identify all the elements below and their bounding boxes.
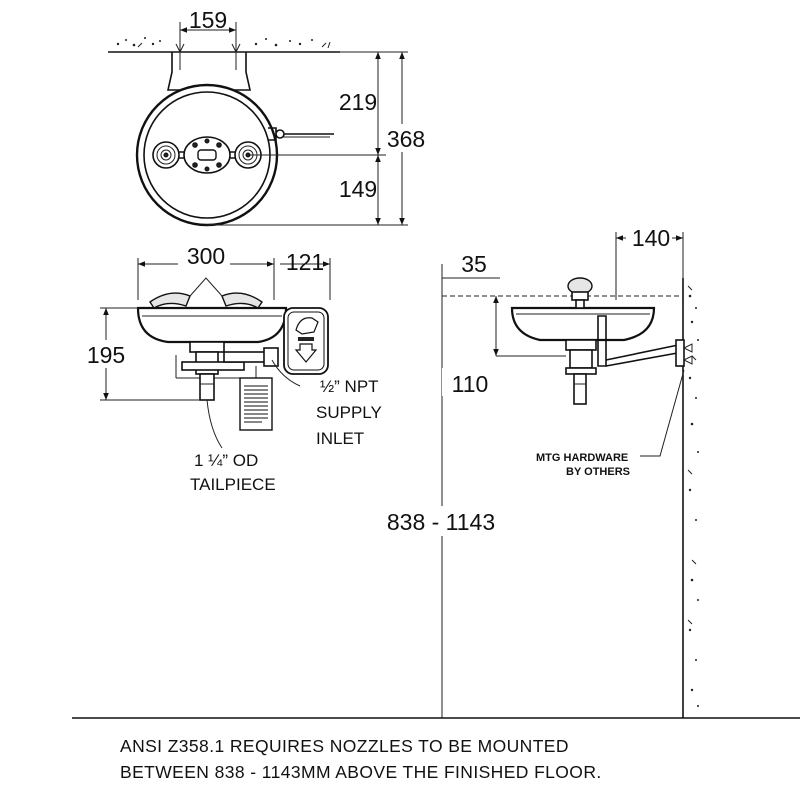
front-view: 300 121 bbox=[82, 241, 382, 494]
callout-supply-inlet-2: SUPPLY bbox=[316, 403, 382, 422]
dim-front-offset: 121 bbox=[286, 249, 324, 275]
side-view: 140 35 110 MTG HARDWARE bbox=[376, 225, 699, 718]
drain-hub-icon bbox=[183, 136, 231, 174]
callout-mtg-hardware-2: BY OTHERS bbox=[566, 466, 630, 478]
dim-top-overall: 368 bbox=[387, 126, 425, 152]
callout-supply-inlet-3: INLET bbox=[316, 429, 364, 448]
dim-side-drop: 110 bbox=[452, 371, 489, 397]
wall-anchor-icon bbox=[682, 343, 693, 365]
wall-hatch-top bbox=[116, 37, 331, 49]
top-view: 159 219 149 368 bbox=[108, 7, 428, 227]
dim-top-width: 159 bbox=[189, 7, 227, 33]
dim-mount-height: 838 - 1143 bbox=[387, 509, 495, 535]
push-flag-icon bbox=[283, 307, 329, 375]
callout-supply-inlet-1: ½” NPT bbox=[320, 377, 379, 396]
dim-top-upper: 219 bbox=[339, 89, 377, 115]
dim-front-width: 300 bbox=[187, 243, 225, 269]
callout-tailpiece-1: 1 ¼” OD bbox=[194, 451, 258, 470]
dim-top-lower: 149 bbox=[339, 176, 377, 202]
dim-front-height: 195 bbox=[87, 342, 125, 368]
side-nozzle-icon bbox=[567, 277, 593, 309]
dim-side-depth: 140 bbox=[632, 225, 670, 251]
wall-hatch-side bbox=[687, 285, 699, 707]
callout-tailpiece-2: TAILPIECE bbox=[190, 475, 276, 494]
instruction-tag-icon bbox=[239, 366, 273, 431]
nozzle-left-icon bbox=[152, 141, 180, 169]
note-line-1: ANSI Z358.1 REQUIRES NOZZLES TO BE MOUNT… bbox=[120, 736, 569, 756]
dim-side-offset: 35 bbox=[461, 251, 487, 277]
callout-mtg-hardware-1: MTG HARDWARE bbox=[536, 452, 628, 464]
note-line-2: BETWEEN 838 - 1143MM ABOVE THE FINISHED … bbox=[120, 762, 602, 782]
